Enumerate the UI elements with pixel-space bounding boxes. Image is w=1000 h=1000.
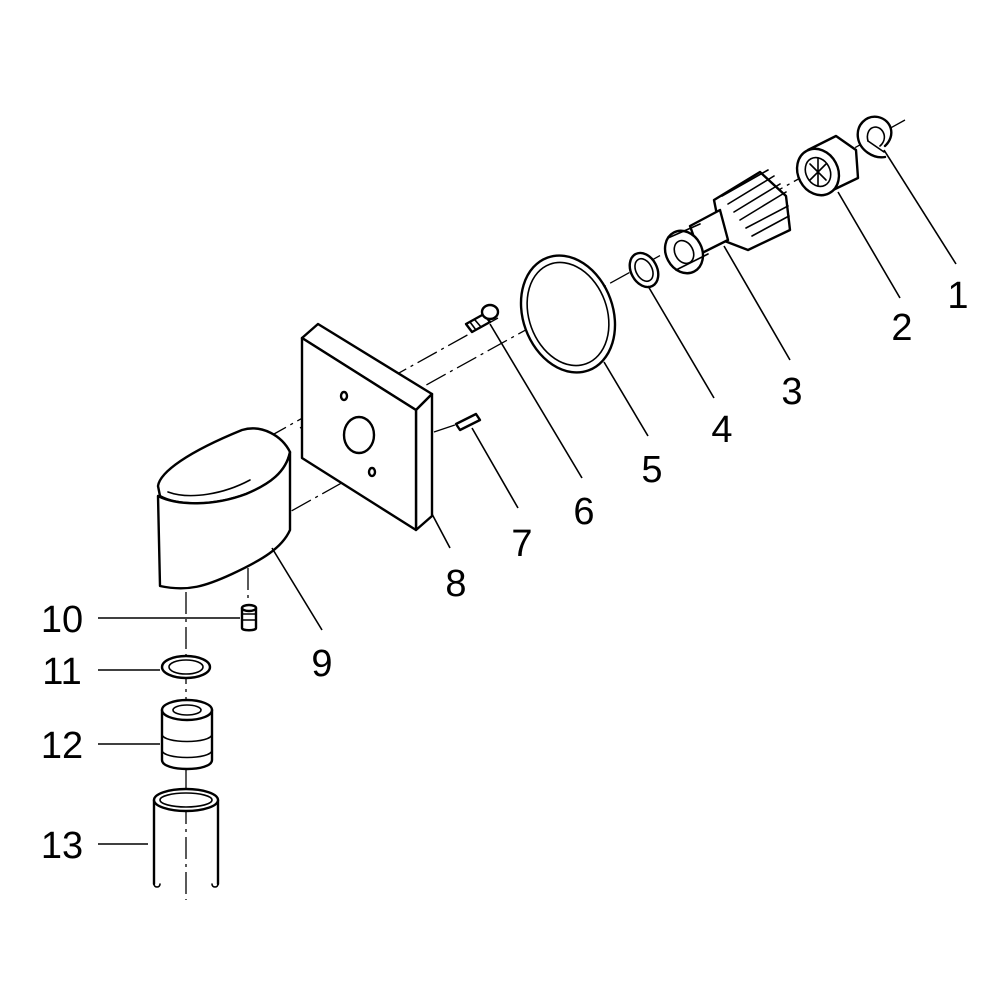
leader-lines [98, 149, 957, 845]
callout-6: 6 [573, 491, 594, 533]
assembly-centerlines [185, 119, 906, 900]
ceramic-disc-icon [795, 134, 860, 197]
callout-10: 10 [41, 599, 83, 641]
callout-2: 2 [891, 307, 912, 349]
callout-1: 1 [947, 275, 968, 317]
callout-labels: 1 2 3 4 5 6 7 8 9 10 11 12 13 [41, 275, 969, 867]
large-o-ring-icon [519, 254, 617, 374]
connector-icon [160, 698, 214, 771]
pin-icon [454, 412, 482, 432]
callout-8: 8 [445, 563, 466, 605]
sleeve-icon [152, 787, 220, 888]
set-screw-icon [240, 603, 258, 632]
callout-3: 3 [781, 371, 802, 413]
callout-13: 13 [41, 825, 83, 867]
small-o-ring-icon [628, 251, 660, 289]
screw-icon [464, 303, 500, 334]
callout-12: 12 [41, 725, 83, 767]
callout-4: 4 [711, 409, 732, 451]
callout-5: 5 [641, 449, 662, 491]
wall-plate-icon [300, 322, 434, 532]
handle-body-icon [156, 427, 292, 590]
retaining-ring-icon [856, 115, 893, 159]
callout-9: 9 [311, 643, 332, 685]
cartridge-icon [663, 169, 792, 275]
washer-icon [160, 654, 212, 680]
callout-7: 7 [511, 523, 532, 565]
callout-11: 11 [42, 651, 81, 693]
